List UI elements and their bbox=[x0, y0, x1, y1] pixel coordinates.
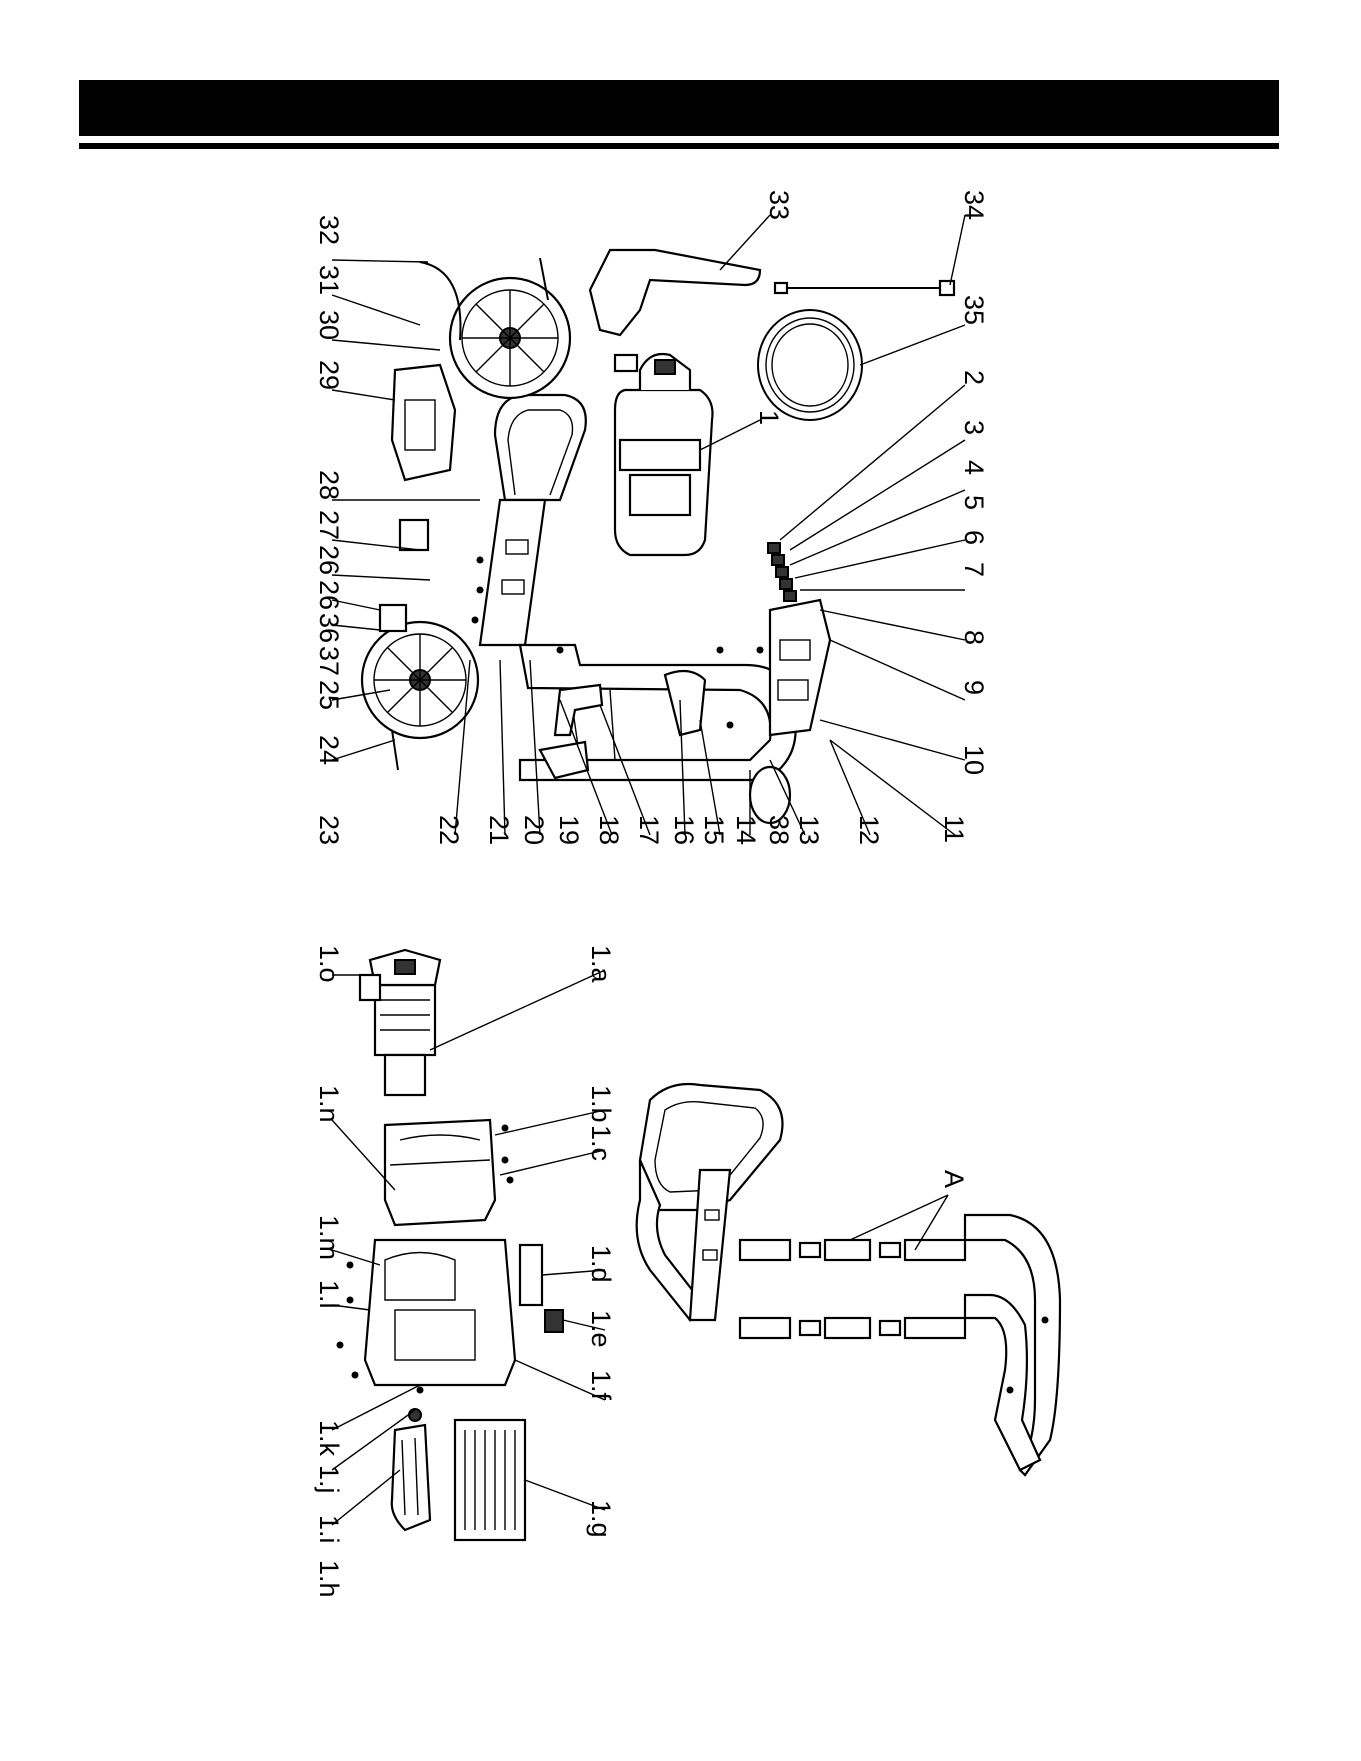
motor-pump-unit bbox=[615, 354, 713, 555]
label-1b: 1.b bbox=[586, 1085, 616, 1123]
wheel-upper bbox=[450, 278, 570, 398]
label-36: 36 bbox=[314, 613, 344, 643]
label-31: 31 bbox=[314, 265, 344, 295]
label-23: 23 bbox=[314, 815, 344, 845]
label-1k: 1.k bbox=[314, 1420, 344, 1457]
label-25: 25 bbox=[314, 680, 344, 710]
label-1j: 1.j bbox=[314, 1465, 344, 1494]
label-33: 33 bbox=[764, 190, 794, 220]
label-26a: 26 bbox=[314, 545, 344, 575]
label-8: 8 bbox=[959, 630, 989, 645]
label-32: 32 bbox=[314, 215, 344, 245]
label-1o: 1.o bbox=[314, 945, 344, 983]
wheel-lower bbox=[362, 622, 478, 738]
label-34: 34 bbox=[959, 190, 989, 220]
label-6: 6 bbox=[959, 530, 989, 545]
label-37: 37 bbox=[314, 646, 344, 676]
label-18: 18 bbox=[594, 815, 624, 845]
label-24: 24 bbox=[314, 735, 344, 765]
label-28: 28 bbox=[314, 470, 344, 500]
cord-wrap bbox=[392, 1425, 430, 1530]
label-1i: 1.i bbox=[314, 1515, 344, 1544]
spray-gun bbox=[590, 250, 760, 335]
label-35: 35 bbox=[959, 295, 989, 325]
battery-box bbox=[455, 1420, 525, 1540]
label-4: 4 bbox=[959, 460, 989, 475]
main-exploded-view: 32 31 30 29 28 27 26 26 36 37 25 24 23 2… bbox=[314, 190, 989, 845]
label-26b: 26 bbox=[314, 580, 344, 610]
power-switch bbox=[545, 1310, 563, 1332]
label-10: 10 bbox=[959, 745, 989, 775]
label-16: 16 bbox=[669, 815, 699, 845]
label-15: 15 bbox=[699, 815, 729, 845]
label-1d: 1.d bbox=[586, 1245, 616, 1283]
nozzle-holder bbox=[770, 600, 830, 735]
label-2: 2 bbox=[959, 370, 989, 385]
label-1c: 1.c bbox=[586, 1125, 616, 1161]
label-7: 7 bbox=[959, 562, 989, 577]
frame-assembly-view: A bbox=[637, 1084, 1060, 1475]
label-1a: 1.a bbox=[586, 945, 616, 984]
label-19: 19 bbox=[554, 815, 584, 845]
sub-labels-right: 1.a 1.b 1.c 1.d 1.e 1.f 1.g bbox=[586, 945, 616, 1538]
label-3: 3 bbox=[959, 420, 989, 435]
main-housing bbox=[365, 1240, 515, 1385]
label-17: 17 bbox=[634, 815, 664, 845]
label-29: 29 bbox=[314, 360, 344, 390]
bracket-27 bbox=[400, 520, 428, 550]
pump-subassembly-view: 1.o 1.n 1.m 1.l 1.k 1.j 1.i 1.h 1.a 1.b … bbox=[314, 945, 616, 1598]
label-20: 20 bbox=[519, 815, 549, 845]
label-21: 21 bbox=[484, 815, 514, 845]
sub-labels-left: 1.o 1.n 1.m 1.l 1.k 1.j 1.i 1.h bbox=[314, 945, 344, 1598]
label-12: 12 bbox=[854, 815, 884, 845]
label-1: 1 bbox=[754, 410, 784, 425]
label-1n: 1.n bbox=[314, 1085, 344, 1123]
label-A: A bbox=[939, 1170, 969, 1188]
label-22: 22 bbox=[434, 815, 464, 845]
cord-hook-upper bbox=[555, 685, 602, 735]
label-5: 5 bbox=[959, 495, 989, 510]
label-1g: 1.g bbox=[586, 1500, 616, 1538]
base-plate bbox=[480, 500, 545, 645]
label-1f: 1.f bbox=[586, 1370, 616, 1401]
label-14: 14 bbox=[731, 815, 761, 845]
hose-coil bbox=[758, 310, 862, 420]
label-27: 27 bbox=[314, 510, 344, 540]
bracket-37 bbox=[380, 605, 406, 631]
label-38: 38 bbox=[764, 815, 794, 845]
nozzle-set bbox=[768, 543, 796, 601]
access-cover bbox=[520, 1245, 542, 1305]
label-1e: 1.e bbox=[586, 1310, 616, 1348]
pump-head bbox=[360, 950, 440, 1095]
detergent-tank bbox=[392, 365, 455, 480]
motor-housing bbox=[385, 1120, 495, 1225]
label-9: 9 bbox=[959, 680, 989, 695]
label-1l: 1.l bbox=[314, 1280, 344, 1309]
label-30: 30 bbox=[314, 310, 344, 340]
label-13: 13 bbox=[794, 815, 824, 845]
gun-holster bbox=[665, 671, 705, 735]
label-11: 11 bbox=[939, 815, 969, 843]
label-1h: 1.h bbox=[314, 1560, 344, 1598]
label-1m: 1.m bbox=[314, 1215, 344, 1260]
